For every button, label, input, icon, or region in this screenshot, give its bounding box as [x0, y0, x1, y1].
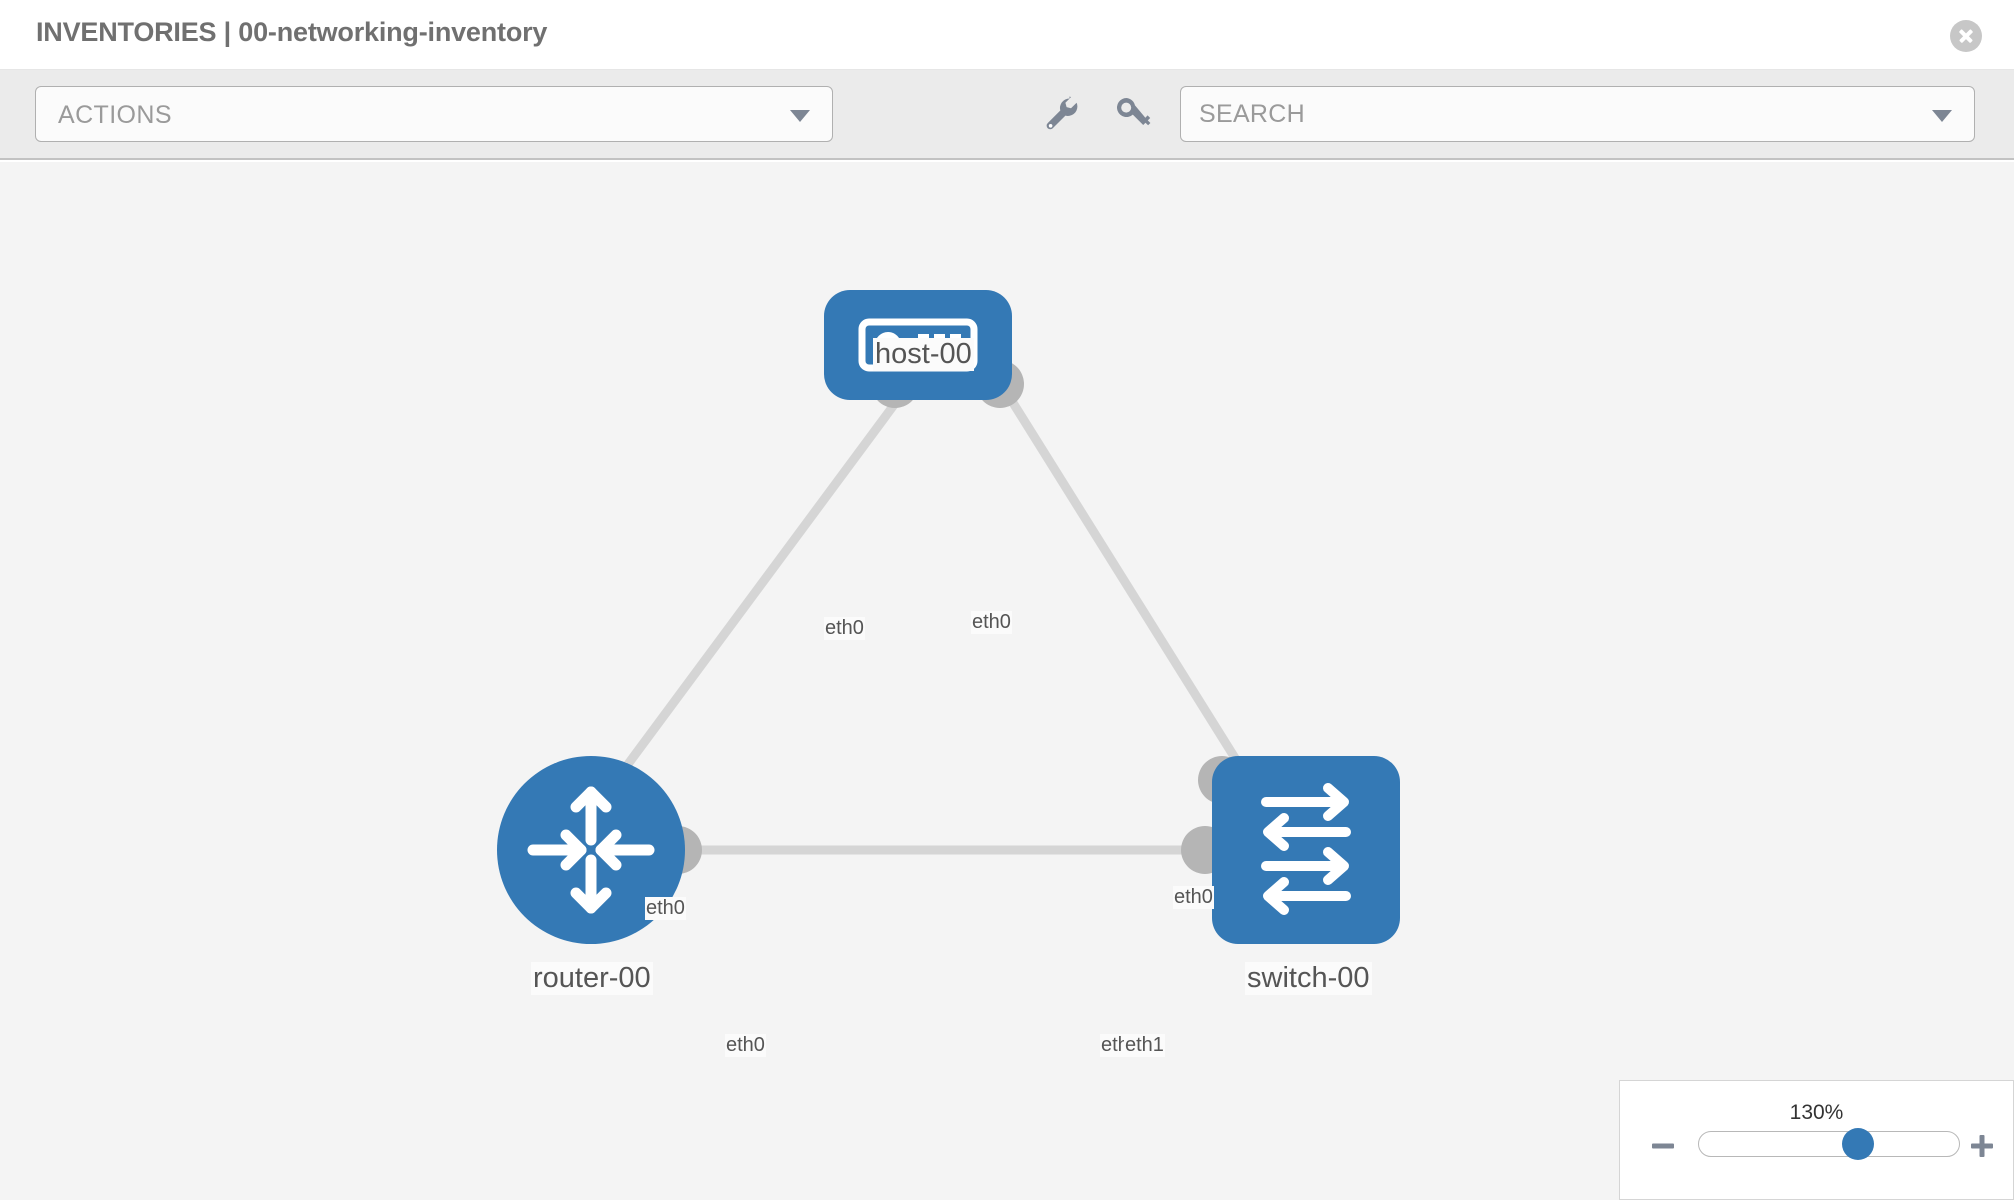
iface-label: eth1	[1124, 1034, 1165, 1057]
close-icon[interactable]	[1950, 20, 1982, 52]
actions-dropdown[interactable]: ACTIONS	[35, 86, 833, 142]
node-label-router: router-00	[531, 962, 653, 995]
node-label-host: host-00	[873, 338, 974, 371]
router-icon	[527, 786, 655, 914]
iface-label: eth0	[725, 1034, 766, 1057]
link-host-switch[interactable]	[1001, 387, 1259, 793]
search-input[interactable]	[1199, 87, 1899, 141]
topology-canvas[interactable]: host-00 router-00 switch-00 eth0 eth0 et…	[0, 162, 2014, 1200]
chevron-down-icon	[790, 110, 810, 122]
chevron-down-icon[interactable]	[1932, 110, 1952, 122]
zoom-control-panel: 130%	[1619, 1080, 2014, 1200]
key-icon[interactable]	[1109, 92, 1153, 136]
page-header: INVENTORIES | 00-networking-inventory	[0, 0, 2014, 70]
node-router-00[interactable]	[497, 756, 685, 944]
iface-label: eth0	[971, 611, 1012, 634]
wrench-icon[interactable]	[1039, 92, 1083, 136]
switch-icon	[1261, 783, 1351, 915]
page-title: INVENTORIES | 00-networking-inventory	[36, 17, 548, 47]
topology-graph	[497, 290, 1400, 944]
zoom-slider-thumb[interactable]	[1841, 1128, 1874, 1160]
toolbar: ACTIONS	[0, 70, 2014, 160]
zoom-slider-track[interactable]	[1698, 1128, 1960, 1160]
zoom-out-button[interactable]	[1648, 1131, 1678, 1161]
node-label-switch: switch-00	[1245, 962, 1372, 995]
link-router-host[interactable]	[596, 387, 909, 805]
iface-label: eth0	[824, 617, 865, 640]
zoom-in-button[interactable]	[1967, 1131, 1997, 1161]
actions-dropdown-label: ACTIONS	[58, 101, 172, 129]
iface-label: eth0	[645, 897, 686, 920]
node-switch-00[interactable]	[1212, 756, 1400, 944]
iface-label: eth0	[1173, 886, 1214, 909]
search-box[interactable]	[1180, 86, 1975, 142]
zoom-level-value: 130%	[1789, 1101, 1844, 1124]
